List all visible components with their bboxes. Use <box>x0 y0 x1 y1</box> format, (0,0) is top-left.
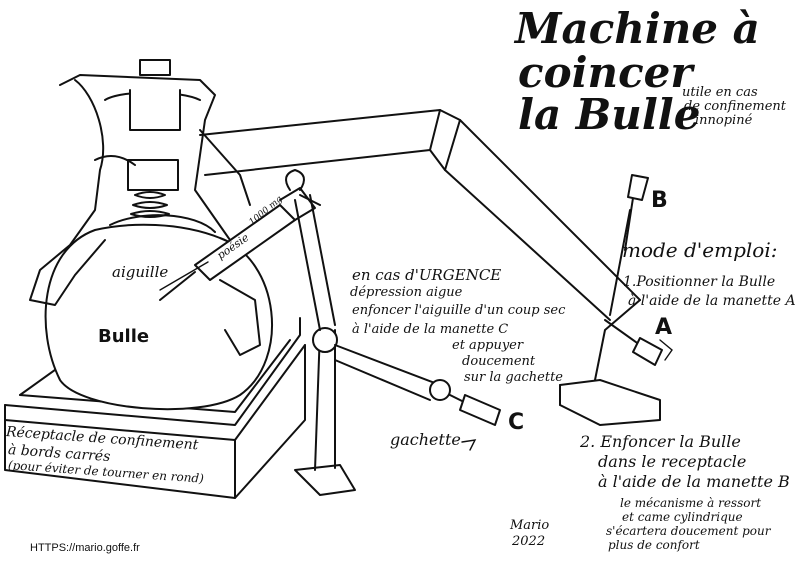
syringe <box>159 169 321 301</box>
stand-right <box>559 379 661 426</box>
mode-step1-line2: à l'aide de la manette A <box>628 293 796 309</box>
signature-year: 2022 <box>512 534 546 549</box>
signature-name: Mario <box>510 518 550 533</box>
title-line2: coincer <box>518 48 693 97</box>
beam-arm <box>199 109 641 386</box>
handle-a <box>604 319 663 366</box>
mode-note2: et came cylindrique <box>622 510 743 524</box>
urgence-line2: dépression aigue <box>350 285 463 300</box>
urgence-line5: et appuyer <box>452 338 524 353</box>
title-note3: innopiné <box>695 113 753 128</box>
receptacle-box <box>4 317 306 499</box>
mode-step1-line1: 1.Positionner la Bulle <box>623 274 776 290</box>
letter-c: C <box>508 410 525 435</box>
letter-b: B <box>651 188 668 213</box>
title-note2: de confinement <box>684 99 786 114</box>
mode-heading: mode d'emploi: <box>622 238 778 262</box>
spring-coil <box>127 159 179 218</box>
central-stand <box>294 194 501 496</box>
urgence-line6: doucement <box>462 354 536 369</box>
letter-a: A <box>655 315 673 340</box>
title-note1: utile en cas <box>682 85 758 100</box>
mode-step2-line2: dans le receptacle <box>598 452 747 471</box>
urgence-line4: à l'aide de la manette C <box>352 322 509 337</box>
footer-url[interactable]: HTTPS://mario.goffe.fr <box>30 542 140 554</box>
label-bulle: Bulle <box>98 326 150 347</box>
title-line3: la Bulle <box>518 90 701 139</box>
mode-step2-line3: à l'aide de la manette B <box>598 472 790 491</box>
urgence-line3: enfoncer l'aiguille d'un coup sec <box>352 303 566 318</box>
gachette-pointer <box>461 439 477 451</box>
urgence-line1: en cas d'URGENCE <box>352 266 502 284</box>
urgence-line7: sur la gachette <box>464 370 563 385</box>
a-pointer <box>659 339 673 361</box>
title-line1: Machine à <box>515 4 760 53</box>
mode-note1: le mécanisme à ressort <box>620 496 762 510</box>
mode-note3: s'écartera doucement pour <box>606 524 771 538</box>
label-gachette: gachette <box>390 430 461 449</box>
handle-b <box>624 174 649 251</box>
frame-yoke <box>29 59 261 356</box>
aiguille-pointer <box>159 261 209 291</box>
label-aiguille: aiguille <box>112 263 169 281</box>
mode-step2-line1: 2. Enfoncer la Bulle <box>580 432 741 451</box>
mode-note4: plus de confort <box>608 538 700 552</box>
